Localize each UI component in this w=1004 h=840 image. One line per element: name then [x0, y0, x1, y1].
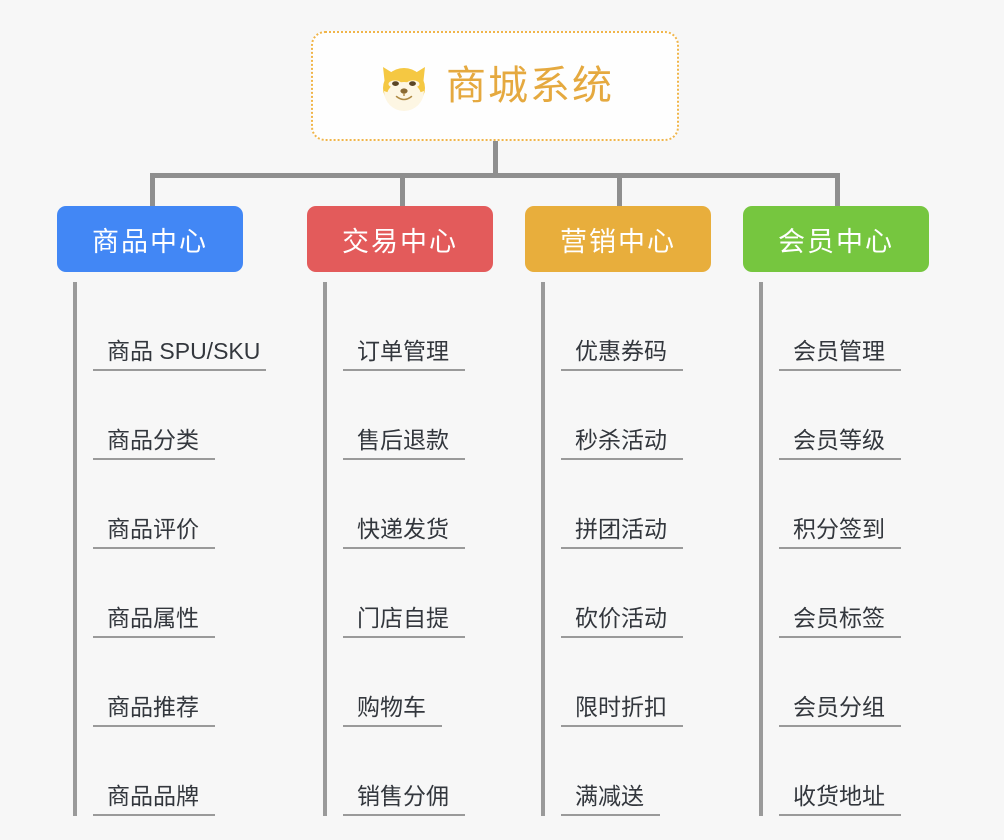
- leaf-label: 商品 SPU/SKU: [93, 338, 267, 371]
- leaf-label: 收货地址: [779, 783, 901, 816]
- leaf-item[interactable]: 商品 SPU/SKU: [77, 282, 267, 371]
- leaf-label: 会员标签: [779, 605, 901, 638]
- leaf-label: 秒杀活动: [561, 427, 683, 460]
- leaf-label: 积分签到: [779, 516, 901, 549]
- leaf-label: 售后退款: [343, 427, 465, 460]
- leaf-label: 拼团活动: [561, 516, 683, 549]
- leaf-list-3: 会员管理 会员等级 积分签到 会员标签 会员分组 收货地址: [759, 282, 929, 816]
- leaf-label: 会员管理: [779, 338, 901, 371]
- leaf-label: 限时折扣: [561, 694, 683, 727]
- leaf-label: 会员等级: [779, 427, 901, 460]
- leaf-item[interactable]: 售后退款: [327, 371, 493, 460]
- connector-drop-1: [400, 173, 405, 208]
- leaf-label: 会员分组: [779, 694, 901, 727]
- connector-horizontal-bus: [150, 173, 840, 178]
- leaf-item[interactable]: 门店自提: [327, 549, 493, 638]
- category-column-3: 会员中心 会员管理 会员等级 积分签到 会员标签 会员分组 收货地址: [743, 206, 929, 816]
- leaf-item[interactable]: 商品推荐: [77, 638, 243, 727]
- leaf-label: 砍价活动: [561, 605, 683, 638]
- leaf-item[interactable]: 商品品牌: [77, 727, 243, 816]
- leaf-item[interactable]: 限时折扣: [545, 638, 711, 727]
- leaf-label: 订单管理: [343, 338, 465, 371]
- category-header-0[interactable]: 商品中心: [57, 206, 243, 272]
- leaf-item[interactable]: 秒杀活动: [545, 371, 711, 460]
- leaf-list-1: 订单管理 售后退款 快递发货 门店自提 购物车 销售分佣: [323, 282, 493, 816]
- category-header-label: 会员中心: [778, 226, 894, 257]
- connector-root-stem: [493, 141, 498, 176]
- category-header-2[interactable]: 营销中心: [525, 206, 711, 272]
- leaf-item[interactable]: 积分签到: [763, 460, 929, 549]
- leaf-label: 销售分佣: [343, 783, 465, 816]
- leaf-item[interactable]: 砍价活动: [545, 549, 711, 638]
- leaf-item[interactable]: 会员等级: [763, 371, 929, 460]
- root-title: 商城系统: [446, 64, 614, 108]
- root-node[interactable]: 商城系统: [311, 31, 679, 141]
- connector-drop-2: [617, 173, 622, 208]
- leaf-label: 商品属性: [93, 605, 215, 638]
- category-header-3[interactable]: 会员中心: [743, 206, 929, 272]
- leaf-label: 门店自提: [343, 605, 465, 638]
- leaf-item[interactable]: 会员管理: [763, 282, 929, 371]
- leaf-list-0: 商品 SPU/SKU 商品分类 商品评价 商品属性 商品推荐 商品品牌: [73, 282, 267, 816]
- connector-drop-0: [150, 173, 155, 208]
- leaf-item[interactable]: 收货地址: [763, 727, 929, 816]
- leaf-item[interactable]: 拼团活动: [545, 460, 711, 549]
- leaf-item[interactable]: 会员分组: [763, 638, 929, 727]
- category-header-label: 商品中心: [92, 226, 208, 257]
- leaf-item[interactable]: 商品评价: [77, 460, 243, 549]
- leaf-item[interactable]: 商品属性: [77, 549, 243, 638]
- leaf-item[interactable]: 商品分类: [77, 371, 243, 460]
- leaf-item[interactable]: 快递发货: [327, 460, 493, 549]
- category-header-label: 营销中心: [560, 226, 676, 257]
- leaf-item[interactable]: 会员标签: [763, 549, 929, 638]
- leaf-item[interactable]: 满减送: [545, 727, 711, 816]
- connector-drop-3: [835, 173, 840, 208]
- leaf-label: 商品分类: [93, 427, 215, 460]
- leaf-label: 优惠券码: [561, 338, 683, 371]
- leaf-item[interactable]: 订单管理: [327, 282, 493, 371]
- category-column-0: 商品中心 商品 SPU/SKU 商品分类 商品评价 商品属性 商品推荐 商品品牌: [57, 206, 267, 816]
- leaf-item[interactable]: 销售分佣: [327, 727, 493, 816]
- leaf-label: 商品品牌: [93, 783, 215, 816]
- category-header-1[interactable]: 交易中心: [307, 206, 493, 272]
- leaf-label: 快递发货: [343, 516, 465, 549]
- leaf-label: 商品推荐: [93, 694, 215, 727]
- category-column-1: 交易中心 订单管理 售后退款 快递发货 门店自提 购物车 销售分佣: [307, 206, 493, 816]
- leaf-list-2: 优惠券码 秒杀活动 拼团活动 砍价活动 限时折扣 满减送: [541, 282, 711, 816]
- leaf-label: 满减送: [561, 783, 660, 816]
- shiba-inu-dog-face-icon: [376, 61, 432, 111]
- leaf-label: 购物车: [343, 694, 442, 727]
- category-column-2: 营销中心 优惠券码 秒杀活动 拼团活动 砍价活动 限时折扣 满减送: [525, 206, 711, 816]
- leaf-item[interactable]: 优惠券码: [545, 282, 711, 371]
- category-header-label: 交易中心: [342, 226, 458, 257]
- leaf-label: 商品评价: [93, 516, 215, 549]
- leaf-item[interactable]: 购物车: [327, 638, 493, 727]
